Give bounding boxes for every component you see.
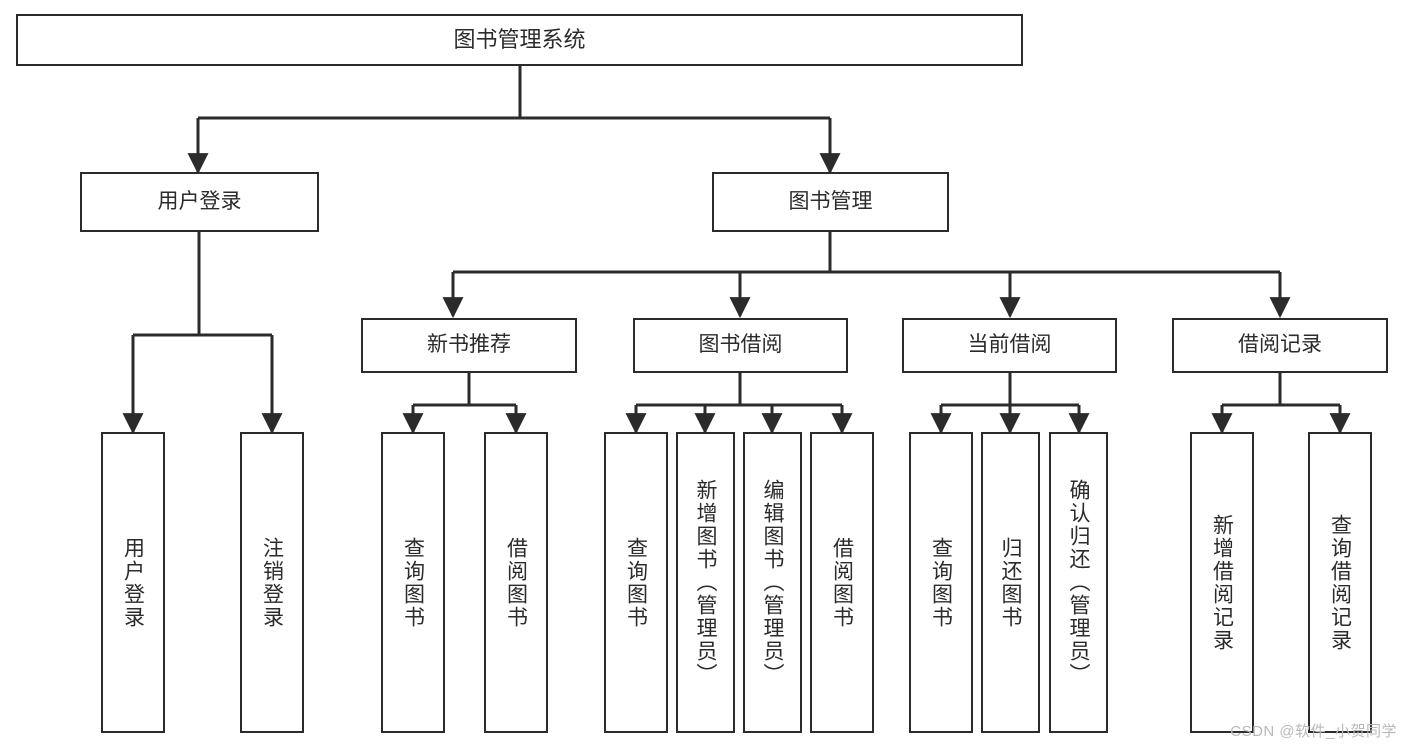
node-borrow-record-label: 借阅记录 [1238,333,1322,357]
leaf-label: 查询图书 [929,536,953,629]
leaf-label: 用户登录 [121,536,145,629]
node-book-manage-label: 图书管理 [788,189,873,213]
leaf-record-query-record[interactable]: 查询借阅记录 [1308,432,1372,733]
leaf-borrow-add-book-admin[interactable]: 新增图书（管理员） [676,432,735,733]
leaf-current-confirm-return-admin[interactable]: 确认归还（管理员） [1049,432,1108,733]
node-user-login-label: 用户登录 [157,189,242,213]
node-book-manage[interactable]: 图书管理 [712,172,949,232]
leaf-current-query-book[interactable]: 查询图书 [909,432,973,733]
watermark: CSDN @软件_小贺同学 [1230,723,1397,740]
node-new-book-recommend[interactable]: 新书推荐 [361,318,577,373]
node-current-borrow-label: 当前借阅 [967,333,1052,357]
node-root-label: 图书管理系统 [453,27,586,53]
node-new-book-recommend-label: 新书推荐 [427,333,511,357]
leaf-borrow-edit-book-admin[interactable]: 编辑图书（管理员） [743,432,802,733]
node-book-borrow-label: 图书借阅 [698,333,783,357]
leaf-label: 编辑图书（管理员） [761,479,784,686]
leaf-label: 借阅图书 [504,536,528,629]
leaf-user-login-login[interactable]: 用户登录 [101,432,165,733]
leaf-current-return-book[interactable]: 归还图书 [981,432,1040,733]
leaf-borrow-query-book[interactable]: 查询图书 [604,432,668,733]
leaf-new-book-query-book[interactable]: 查询图书 [381,432,445,733]
leaf-label: 归还图书 [999,536,1022,629]
leaf-label: 注销登录 [260,536,284,629]
leaf-label: 查询借阅记录 [1328,513,1352,652]
leaf-label: 确认归还（管理员） [1067,479,1090,686]
node-borrow-record[interactable]: 借阅记录 [1172,318,1388,373]
leaf-label: 新增借阅记录 [1210,513,1234,652]
leaf-label: 新增图书（管理员） [694,479,717,686]
leaf-new-book-borrow-book[interactable]: 借阅图书 [484,432,548,733]
leaf-label: 借阅图书 [830,536,854,629]
node-user-login[interactable]: 用户登录 [80,172,319,232]
leaf-label: 查询图书 [401,536,425,629]
node-current-borrow[interactable]: 当前借阅 [902,318,1117,373]
leaf-borrow-borrow-book[interactable]: 借阅图书 [810,432,874,733]
node-book-borrow[interactable]: 图书借阅 [633,318,848,373]
leaf-user-login-logout[interactable]: 注销登录 [240,432,304,733]
leaf-label: 查询图书 [624,536,648,629]
leaf-record-add-record[interactable]: 新增借阅记录 [1190,432,1254,733]
node-root[interactable]: 图书管理系统 [16,14,1023,66]
